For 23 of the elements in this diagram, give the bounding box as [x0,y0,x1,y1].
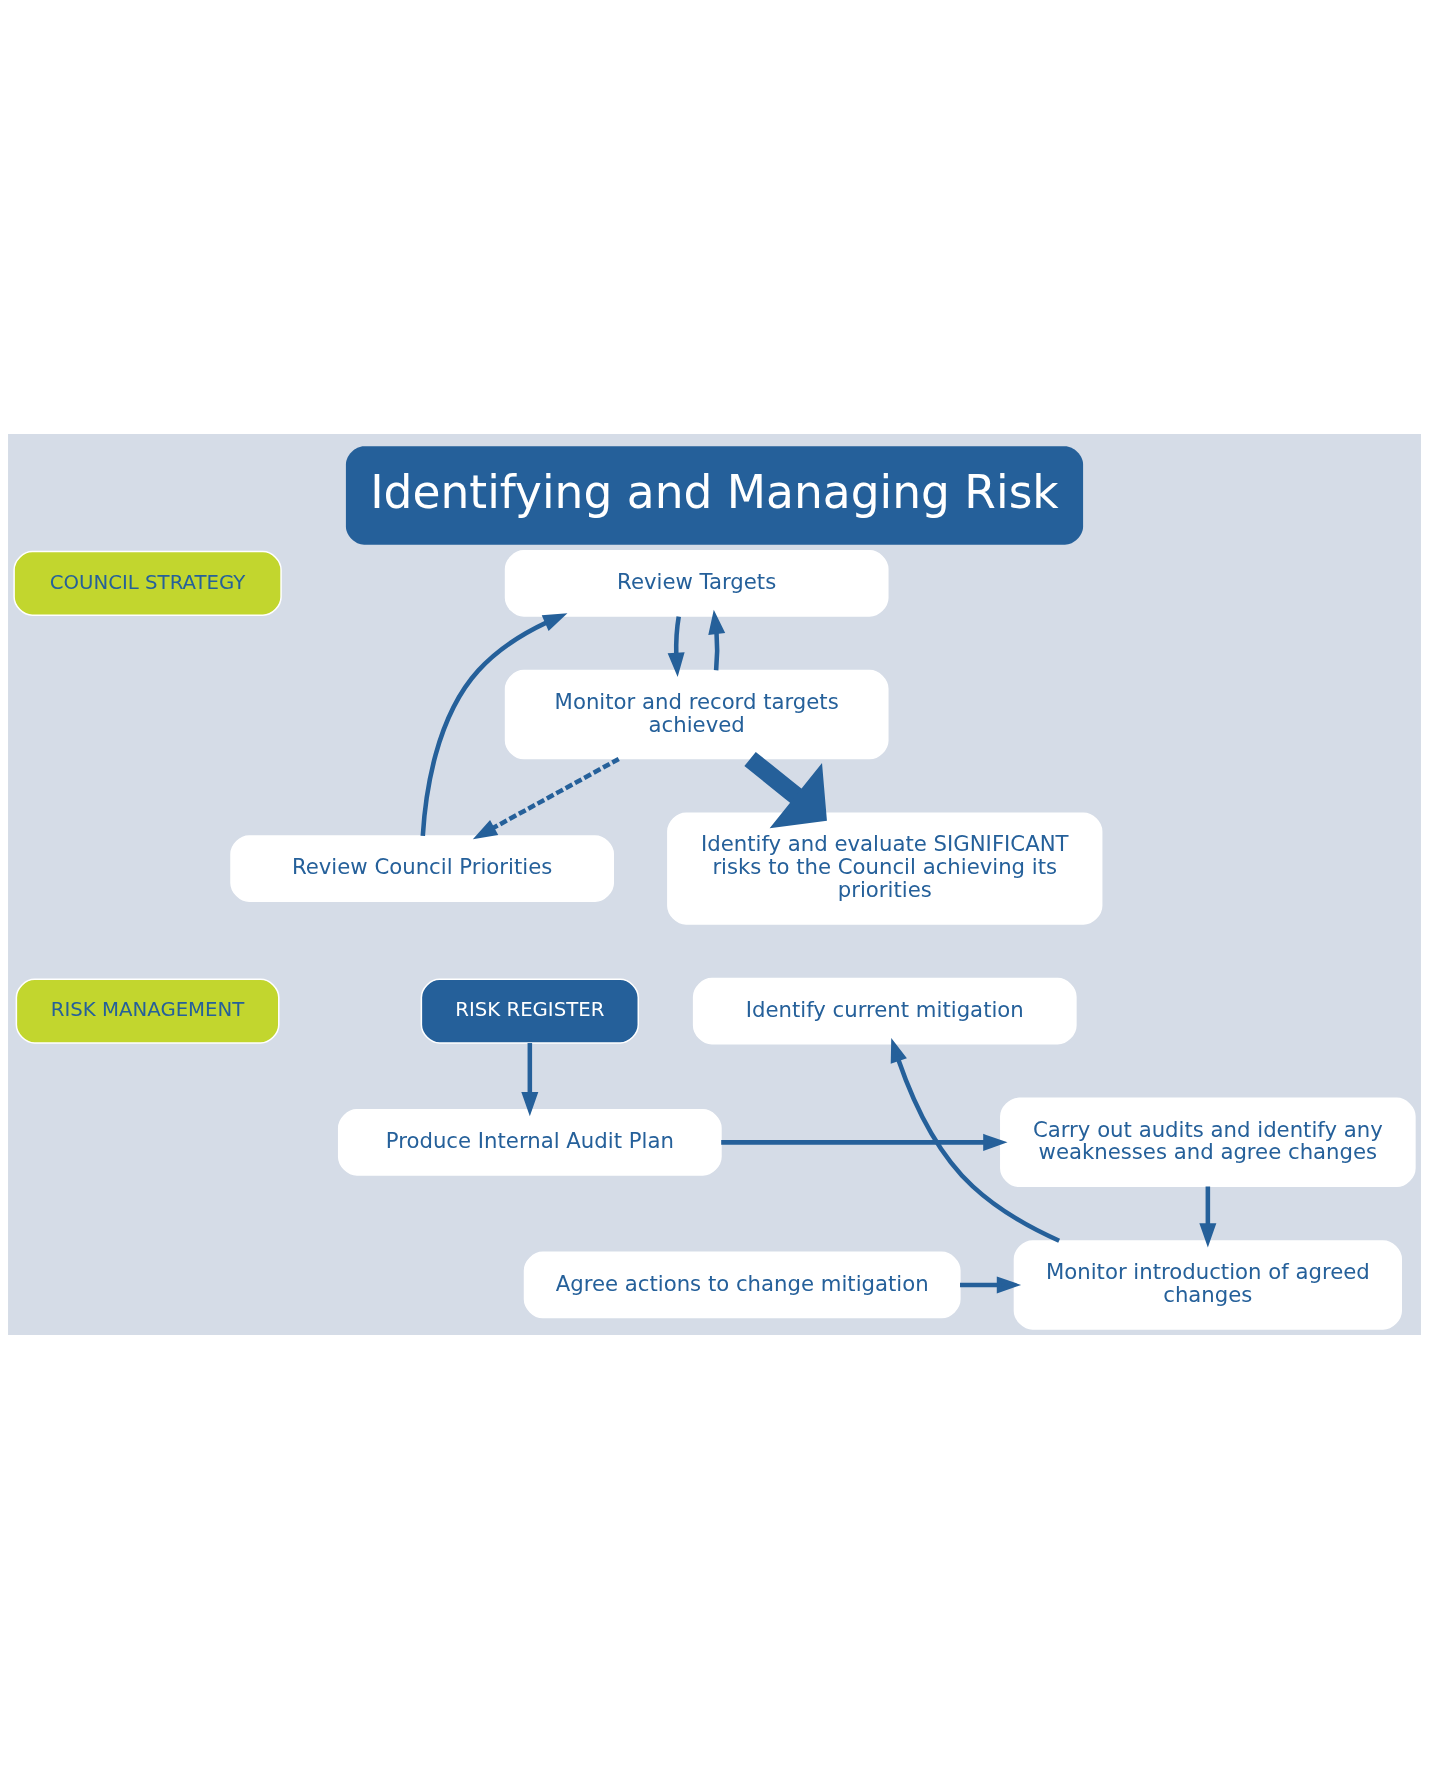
diagram-title: Identifying and Managing Risk [370,465,1059,519]
node-box: Identify current mitigation [692,977,1077,1045]
arrow [708,609,726,670]
node-box: RISK MANAGEMENT [15,978,280,1044]
arrow [890,1037,1061,1243]
arrow [721,1133,1008,1151]
node-box: Review Council Priorities [230,834,614,902]
node-box: Agree actions to change mitigation [523,1251,961,1318]
node-box: Monitor introduction of agreed changes [1013,1239,1402,1330]
node-box: Review Targets [504,549,889,617]
node-box: Carry out audits and identify any weaknesses and agree changes [1000,1097,1416,1187]
node-box: COUNCIL STRATEGY [13,550,282,616]
node-box: Monitor and record targets achieved [504,669,889,759]
arrow [420,612,568,836]
arrow [960,1275,1022,1293]
node-box: RISK REGISTER [420,978,640,1044]
node-box: Identify and evaluate SIGNIFICANT risks to the Council achieving its priorities [667,811,1103,925]
arrow [744,751,827,828]
arrow [472,756,620,839]
node-box: Produce Internal Audit Plan [337,1108,722,1176]
arrow [521,1042,539,1116]
arrow [667,615,685,677]
arrow [1199,1186,1217,1247]
